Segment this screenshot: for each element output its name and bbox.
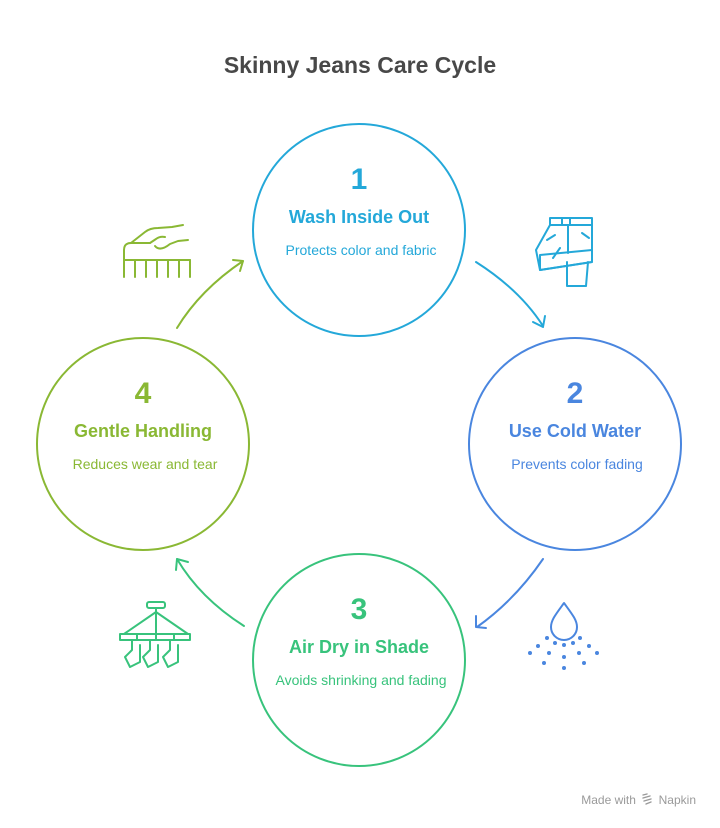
step-description: Avoids shrinking and fading — [275, 672, 447, 688]
step-heading: Gentle Handling — [73, 421, 212, 441]
step-2-circle: 2 Use Cold Water Prevents color fading — [468, 337, 682, 551]
step-heading: Use Cold Water — [508, 421, 642, 441]
step-number: 4 — [134, 377, 152, 410]
diagram-title: Skinny Jeans Care Cycle — [223, 52, 497, 78]
drying-rack-icon — [119, 601, 191, 668]
hand-on-brush-icon — [123, 224, 191, 278]
footer-attribution: Made with Napkin — [581, 793, 696, 808]
arrow-1-to-2 — [475, 261, 546, 328]
step-4-circle: 4 Gentle Handling Reduces wear and tear — [36, 337, 250, 551]
step-number: 1 — [350, 163, 368, 196]
step-heading: Wash Inside Out — [288, 207, 430, 227]
arrow-3-to-4 — [175, 558, 245, 627]
inside-out-jeans-icon — [535, 217, 593, 287]
napkin-logo-icon — [641, 793, 653, 808]
footer-brand: Napkin — [658, 793, 696, 807]
arrow-2-to-3 — [475, 558, 544, 629]
arrow-4-to-1 — [176, 259, 244, 329]
water-drop-spray-icon — [528, 602, 599, 670]
step-description: Reduces wear and tear — [72, 456, 218, 472]
step-description: Prevents color fading — [511, 456, 643, 472]
step-3-circle: 3 Air Dry in Shade Avoids shrinking and … — [252, 553, 466, 767]
step-number: 3 — [350, 593, 368, 626]
step-heading: Air Dry in Shade — [288, 637, 430, 657]
step-number: 2 — [566, 377, 584, 410]
step-1-circle: 1 Wash Inside Out Protects color and fab… — [252, 123, 466, 337]
step-description: Protects color and fabric — [285, 242, 437, 258]
footer-prefix: Made with — [581, 793, 636, 807]
